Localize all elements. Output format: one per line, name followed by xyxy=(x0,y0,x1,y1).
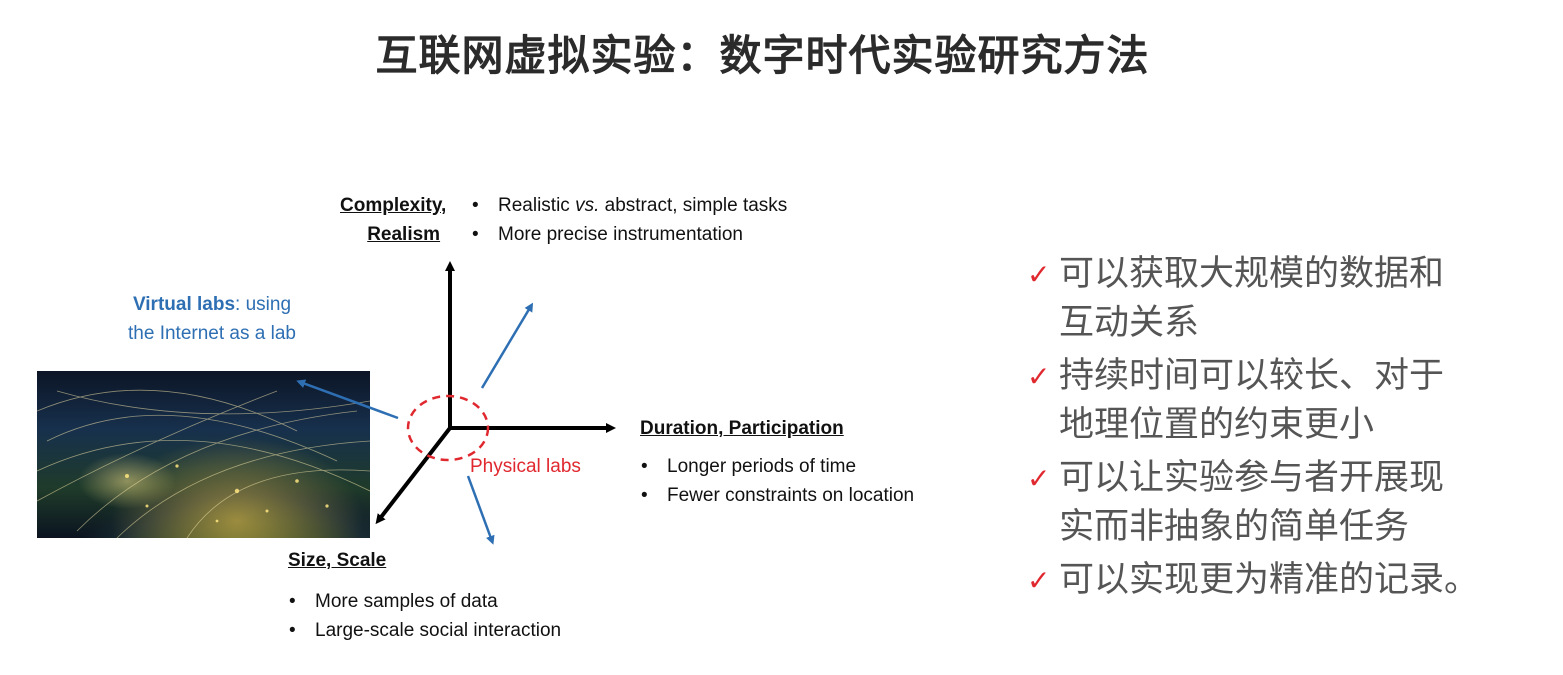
earth-network-image xyxy=(37,371,370,538)
list-item: Large-scale social interaction xyxy=(287,616,561,645)
arrow-left xyxy=(296,379,399,420)
checkmark-icon: ✓ xyxy=(1027,360,1051,393)
checkmark-icon: ✓ xyxy=(1027,258,1051,291)
list-item: ✓ 可以实现更为精准的记录。 xyxy=(1025,556,1479,605)
complexity-heading: Complexity, Realism xyxy=(340,195,447,245)
physical-labs-circle xyxy=(406,394,490,462)
virtual-labs-label: Virtual labs: using the Internet as a la… xyxy=(128,294,296,344)
list-item: Realistic vs. abstract, simple tasks xyxy=(470,191,787,220)
list-item: Longer periods of time xyxy=(639,452,914,481)
benefits-checklist: ✓ 可以获取大规模的数据和 互动关系 ✓ 持续时间可以较长、对于 地理位置的约束… xyxy=(1025,250,1479,609)
duration-bullets: Longer periods of time Fewer constraints… xyxy=(639,452,914,510)
network-lines-graphic xyxy=(37,389,370,538)
arrow-upper-right xyxy=(480,302,534,389)
axes-graphic xyxy=(296,261,616,545)
size-heading: Size, Scale xyxy=(288,550,387,571)
duration-heading: Duration, Participation xyxy=(640,418,844,439)
list-item: ✓ 可以获取大规模的数据和 互动关系 xyxy=(1025,250,1479,348)
diagonal-axis xyxy=(375,426,452,525)
list-item: Fewer constraints on location xyxy=(639,481,914,510)
complexity-bullets: Realistic vs. abstract, simple tasks Mor… xyxy=(470,191,787,249)
checkmark-icon: ✓ xyxy=(1027,564,1051,597)
size-bullets: More samples of data Large-scale social … xyxy=(287,587,561,645)
physical-labs-label: Physical labs xyxy=(470,456,581,477)
checkmark-icon: ✓ xyxy=(1027,462,1051,495)
list-item: More precise instrumentation xyxy=(470,220,787,249)
list-item: ✓ 持续时间可以较长、对于 地理位置的约束更小 xyxy=(1025,352,1479,450)
list-item: More samples of data xyxy=(287,587,561,616)
arrow-lower-right xyxy=(466,475,495,545)
list-item: ✓ 可以让实验参与者开展现 实而非抽象的简单任务 xyxy=(1025,454,1479,552)
dimensions-diagram: Complexity, Realism Realistic vs. abstra… xyxy=(0,0,1000,675)
page-title: 互联网虚拟实验：数字时代实验研究方法 xyxy=(375,31,1150,80)
